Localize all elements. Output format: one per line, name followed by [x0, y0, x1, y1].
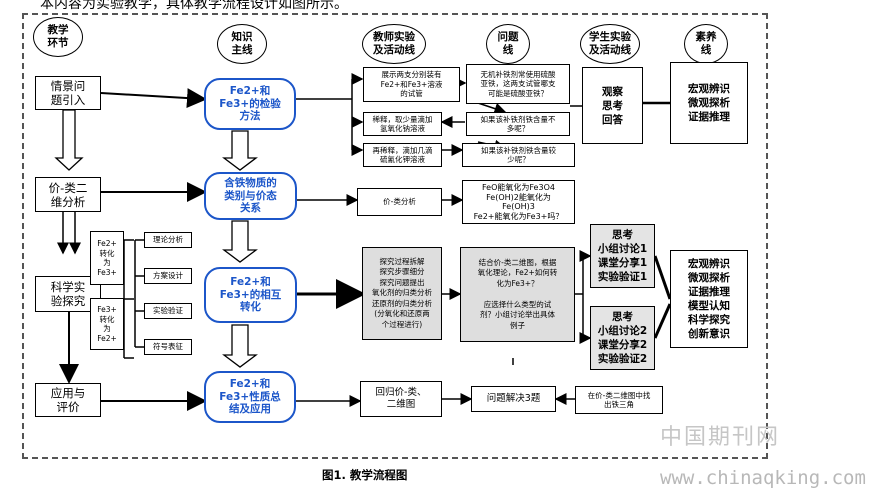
question-less-iron: 如果该补铁剂铁含量较 少呢？ [462, 143, 575, 167]
header-knowledge: 知识 主线 [217, 24, 267, 64]
question-low-iron: 如果该补铁剂铁含量不 多呢？ [466, 112, 570, 136]
header-student: 学生实验 及活动线 [580, 24, 640, 64]
knowledge-detection: Fe2+和 Fe3+的检验 方法 [204, 78, 296, 130]
substage-design: 方案设计 [144, 268, 192, 284]
stage-evaluation: 应用与 评价 [35, 383, 101, 417]
knowledge-summary: Fe2+和 Fe3+性质总 结及应用 [204, 371, 296, 423]
question-oxidation: FeO能氧化为Fe3O4 Fe(OH)2能氧化为 Fe(OH)3 Fe2+能氧化… [462, 180, 575, 224]
literacy-basic: 宏观辨识 微观探析 证据推理 [670, 62, 748, 144]
teacher-add-naoh: 稀释，取少量滴加 氢氧化钠溶液 [363, 112, 442, 136]
student-find-triangle: 在价-类二维图中找 出铁三角 [575, 386, 663, 414]
watermark-cn: 中国期刊网 [660, 425, 781, 450]
student-observe: 观察 思考 回答 [582, 67, 643, 144]
substage-verify: 实验验证 [144, 303, 192, 319]
header-question: 问题 线 [486, 24, 530, 64]
knowledge-class-valence: 含铁物质的 类别与价态 关系 [204, 172, 297, 220]
watermark-url: www.chinaqking.com [660, 467, 866, 489]
knowledge-interconversion: Fe2+和 Fe3+的相互 转化 [204, 267, 297, 323]
stage-intro: 情景问 题引入 [35, 76, 101, 110]
question-solve-three: 问题解决3题 [471, 386, 556, 412]
literacy-extended: 宏观辨识 微观探析 证据推理 模型认知 科学探究 创新意识 [670, 250, 748, 348]
substage-fe2-to-fe3: Fe2+ 转化 为 Fe3+ [90, 231, 124, 285]
teacher-inquiry-breakdown: 探究过程拆解 探究步骤细分 探究问题提出 氧化剂的归类分析 还原剂的归类分析 (… [362, 247, 442, 340]
student-discussion-1: 思考 小组讨论1 课堂分享1 实验验证1 [590, 224, 655, 288]
question-how-convert: 结合价-类二维图，根据 氧化理论，Fe2+如何转 化为Fe3+？ 应选择什么类型… [460, 247, 575, 342]
header-stage: 教学 环节 [33, 17, 83, 57]
substage-theory: 理论分析 [144, 232, 192, 248]
figure-caption: 图1. 教学流程图 [322, 468, 408, 482]
teacher-valence-analysis: 价-类分析 [357, 188, 442, 216]
header-teacher: 教师实验 及活动线 [362, 24, 426, 64]
substage-fe3-to-fe2: Fe3+ 转化 为 Fe2+ [90, 298, 124, 350]
student-discussion-2: 思考 小组讨论2 课堂分享2 实验验证2 [590, 306, 655, 370]
header-literacy: 素养 线 [684, 24, 728, 64]
diagram-frame [22, 13, 768, 459]
stage-valence-class: 价-类二 维分析 [35, 177, 101, 212]
intro-text: 本内容为实验教学，具体教学流程设计如图所示。 [40, 0, 348, 12]
teacher-review-diagram: 回归价-类、 二维图 [360, 381, 442, 417]
substage-symbol: 符号表征 [144, 339, 192, 355]
teacher-add-kscn: 再稀释，滴加几滴 硫氰化钾溶液 [363, 143, 442, 167]
question-supplement: 无机补铁剂常使用硫酸 亚铁，这两支试管哪支 可能是硫酸亚铁？ [466, 64, 570, 104]
teacher-show-tubes: 展示两支分别装有 Fe2+和Fe3+溶液 的试管 [363, 67, 460, 102]
